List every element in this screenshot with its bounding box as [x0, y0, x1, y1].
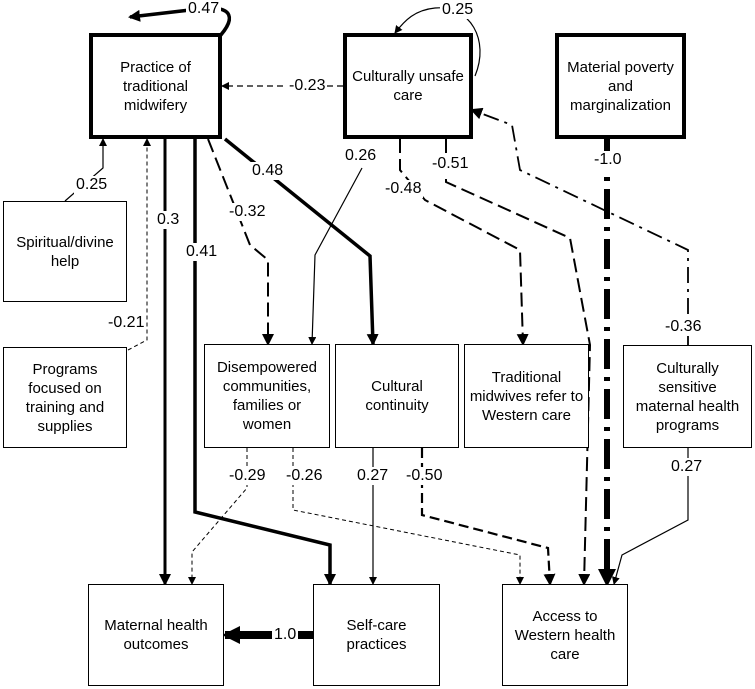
edge-disempowered-to-outcomes: [188, 448, 248, 585]
weight-label: 0.27: [669, 458, 705, 476]
weight-label: 0.41: [184, 243, 220, 261]
weight-label: -0.21: [106, 314, 147, 332]
node-traditional-midwifery: Practice of traditional midwifery: [89, 33, 222, 139]
node-label: Self-care practices: [346, 617, 407, 653]
weight-label: 0.3: [155, 211, 182, 229]
node-maternal-outcomes: Maternal health outcomes: [88, 584, 224, 686]
node-label: Cultural continuity: [365, 378, 429, 414]
node-sensitive-programs: Culturally sensitive maternal health pro…: [623, 345, 752, 448]
node-disempowered: Disempowered communities, families or wo…: [204, 344, 330, 448]
edge-unsafe-self-loop: [394, 7, 481, 77]
weight-label: -0.26: [284, 467, 325, 485]
node-label: Traditional midwives refer to Western ca…: [469, 368, 584, 424]
node-label: Culturally unsafe care: [352, 68, 464, 104]
edge-sensitive-to-unsafe: [470, 107, 689, 345]
weight-label: 1.0: [272, 626, 299, 644]
node-self-care: Self-care practices: [313, 584, 440, 686]
node-midwives-refer: Traditional midwives refer to Western ca…: [464, 344, 589, 448]
weight-label: -0.36: [663, 318, 704, 336]
node-spiritual-help: Spiritual/divine help: [3, 201, 127, 302]
weight-label: -0.48: [383, 180, 424, 198]
node-access-western: Access to Western health care: [502, 584, 628, 686]
edge-sensitive-to-access: [612, 448, 689, 585]
node-label: Culturally sensitive maternal health pro…: [635, 359, 740, 434]
weight-label: -1.0: [592, 151, 624, 169]
weight-label: -0.32: [227, 203, 268, 221]
weight-label: 0.27: [355, 467, 391, 485]
edge-unsafe-to-refer: [399, 139, 529, 346]
weight-label: -0.51: [430, 155, 471, 173]
weight-label: -0.29: [227, 467, 268, 485]
node-label: Spiritual/divine help: [16, 233, 114, 270]
edge-midwifery-to-disempowered: [207, 138, 274, 346]
node-label: Material poverty and marginalization: [567, 58, 674, 114]
weight-label: 0.47: [186, 0, 222, 18]
edge-programs-to-midwifery: [127, 138, 151, 351]
node-label: Maternal health outcomes: [104, 617, 208, 653]
node-programs-training: Programs focused on training and supplie…: [3, 347, 127, 448]
node-label: Practice of traditional midwifery: [120, 58, 191, 114]
node-cultural-continuity: Cultural continuity: [335, 344, 459, 448]
node-label: Access to Western health care: [514, 607, 616, 663]
node-label: Programs focused on training and supplie…: [25, 360, 105, 435]
weight-label: 0.25: [440, 1, 476, 19]
edge-midwifery-to-continuity: [223, 137, 379, 346]
weight-label: -0.23: [287, 77, 328, 95]
node-culturally-unsafe-care: Culturally unsafe care: [343, 33, 473, 139]
node-material-poverty: Material poverty and marginalization: [555, 33, 686, 139]
weight-label: 0.26: [343, 147, 379, 165]
weight-label: 0.25: [74, 176, 110, 194]
edge-midwifery-to-selfcare: [193, 139, 336, 586]
weight-label: 0.48: [250, 162, 286, 180]
edge-unsafe-to-disempowered: [308, 167, 363, 345]
weight-label: -0.50: [404, 467, 445, 485]
node-label: Disempowered communities, families or wo…: [216, 359, 318, 433]
